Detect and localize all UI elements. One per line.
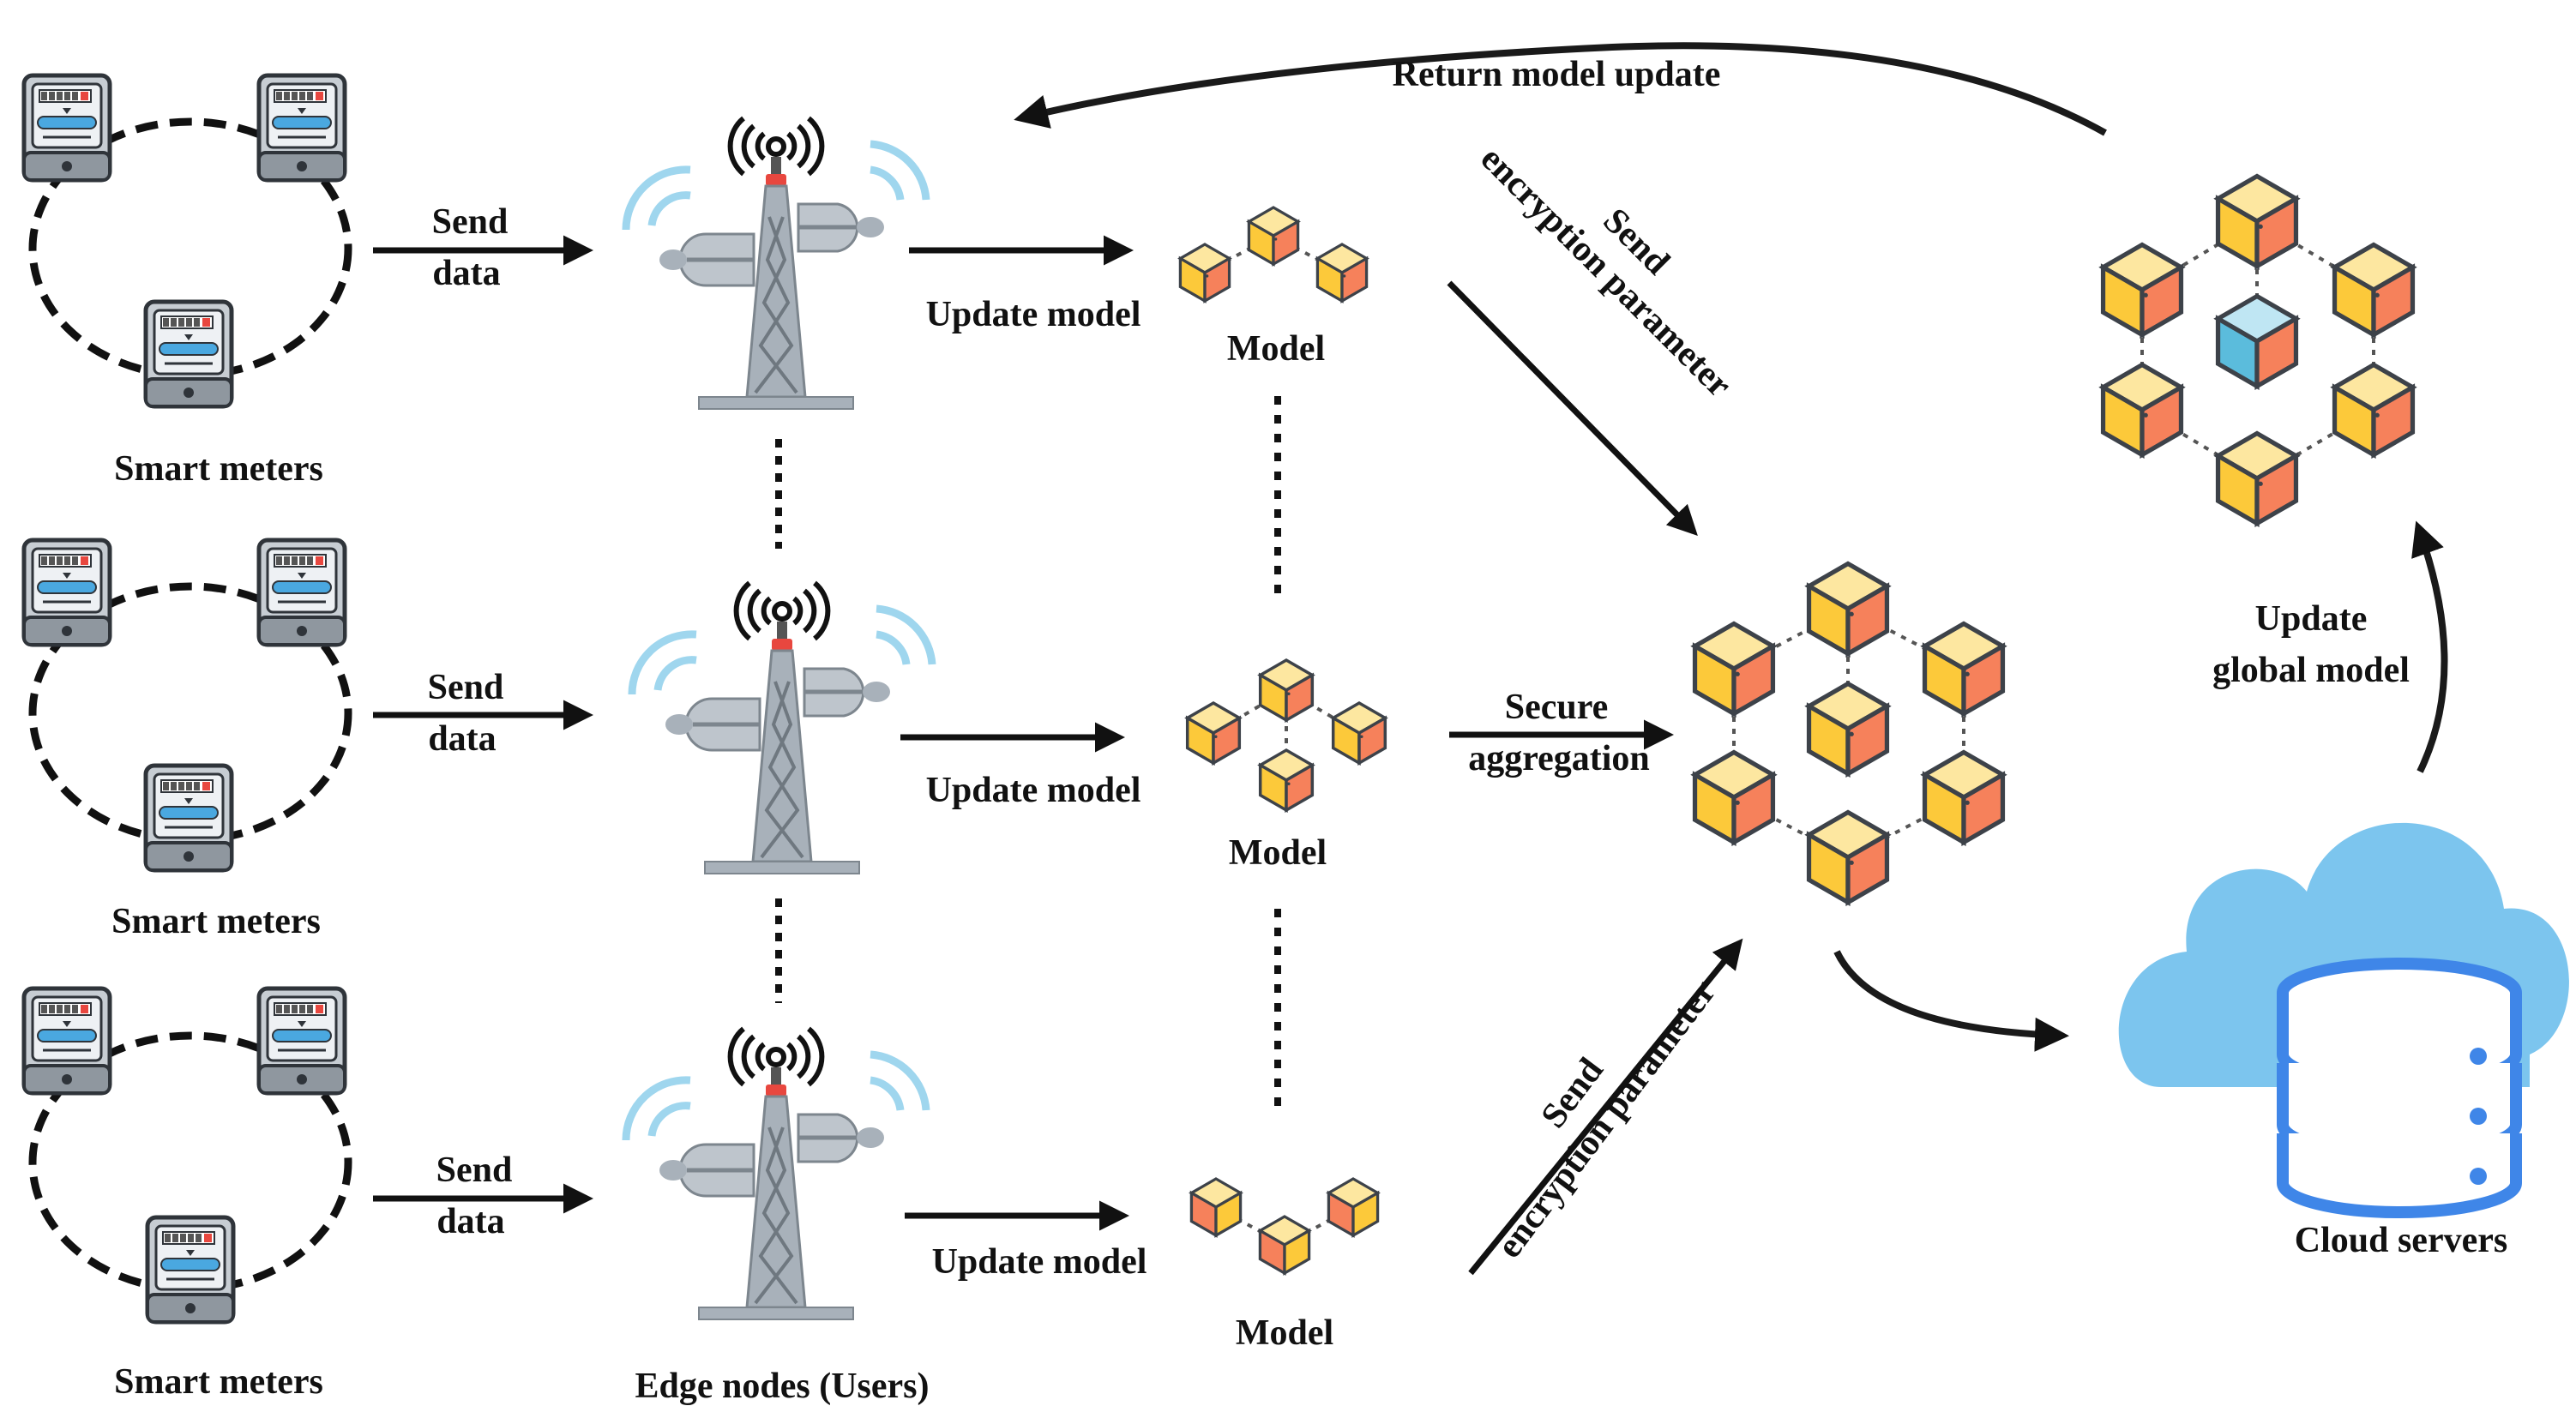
local-model-icon xyxy=(1178,206,1369,303)
model-label: Model xyxy=(1227,329,1325,369)
send-encryption-arrow-top xyxy=(1447,280,1698,536)
smart-meter-group-1 xyxy=(24,75,352,406)
global-model-icon xyxy=(2104,177,2413,524)
edge-node-tower-icon xyxy=(626,1029,926,1319)
update-global-label: Update xyxy=(2255,599,2368,639)
secure-aggregation-label: aggregation xyxy=(1468,739,1650,778)
local-model-icon xyxy=(1185,658,1387,812)
smart-meters-label: Smart meters xyxy=(114,449,323,489)
update-model-label: Update model xyxy=(932,1242,1147,1282)
smart-meter-icon xyxy=(24,988,110,1093)
send-encryption-label: encryption parameter xyxy=(1472,139,1738,405)
smart-meters-label: Smart meters xyxy=(114,1362,323,1402)
edge-node-tower-icon xyxy=(626,118,926,409)
smart-meter-icon xyxy=(259,988,345,1093)
send-data-label: Send xyxy=(436,1151,513,1190)
model-label: Model xyxy=(1229,833,1327,873)
return-model-update-arrow xyxy=(1014,42,2107,136)
update-model-label: Update model xyxy=(926,295,1141,334)
update-global-label: global model xyxy=(2212,651,2410,690)
send-data-label: Send xyxy=(428,668,504,707)
cloud-servers-label: Cloud servers xyxy=(2295,1221,2507,1260)
local-model-icon xyxy=(1189,1177,1380,1275)
send-data-label: data xyxy=(428,719,496,759)
smart-meter-icon xyxy=(24,75,110,180)
update-model-label: Update model xyxy=(926,771,1141,810)
smart-meter-icon xyxy=(259,540,345,645)
return-model-update-label: Return model update xyxy=(1393,55,1721,94)
edge-nodes-label: Edge nodes (Users) xyxy=(635,1367,930,1406)
smart-meter-group-3 xyxy=(24,988,352,1322)
smart-meters-label: Smart meters xyxy=(111,902,321,941)
smart-meter-icon xyxy=(146,766,232,870)
aggregated-model-icon xyxy=(1695,564,2003,903)
cloud-server-icon xyxy=(2118,822,2569,1218)
send-data-label: Send xyxy=(432,202,509,242)
smart-meter-icon xyxy=(259,75,345,180)
update-global-arrow xyxy=(2411,520,2448,773)
smart-meter-group-2 xyxy=(24,540,352,870)
send-encryption-arrow-bottom xyxy=(1468,938,1743,1276)
smart-meter-icon xyxy=(24,540,110,645)
send-data-label: data xyxy=(432,254,500,293)
send-encryption-label: encryption parameter xyxy=(1490,972,1724,1265)
to-cloud-arrow xyxy=(1833,950,2069,1052)
model-label: Model xyxy=(1236,1313,1333,1353)
smart-meter-icon xyxy=(146,302,232,406)
smart-meter-icon xyxy=(147,1217,233,1322)
secure-aggregation-label: Secure xyxy=(1505,688,1609,727)
send-data-label: data xyxy=(436,1202,504,1241)
edge-node-tower-icon xyxy=(632,583,932,874)
